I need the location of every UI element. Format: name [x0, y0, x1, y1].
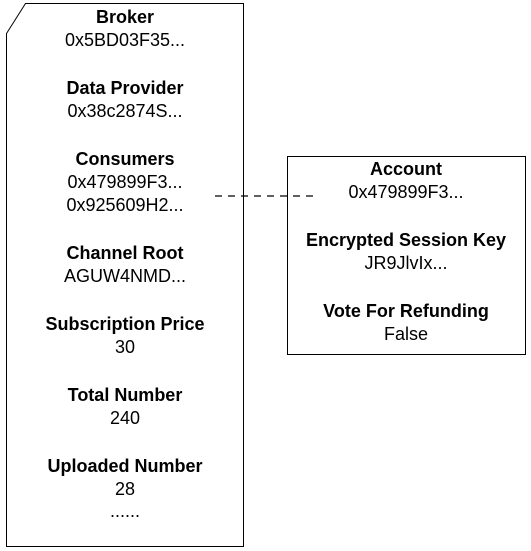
contract-fields: Broker 0x5BD03F35... Data Provider 0x38c287… [7, 6, 243, 546]
field-label: Consumers [75, 149, 175, 169]
field-account: Account 0x479899F3... [287, 158, 525, 204]
field-label: Account [370, 159, 442, 179]
field-value: 0x479899F3... [348, 182, 464, 202]
field-total-number: Total Number 240 [7, 384, 243, 430]
field-value: 0x925609H2... [66, 195, 184, 215]
field-subscription-price: Subscription Price 30 [7, 313, 243, 359]
field-value: 0x5BD03F35... [64, 30, 186, 50]
field-value: JR9JlvIx... [364, 253, 448, 273]
field-data-provider: Data Provider 0x38c2874S... [7, 77, 243, 123]
field-consumers: Consumers 0x479899F3... 0x925609H2... [7, 148, 243, 217]
field-label: Broker [95, 7, 155, 27]
field-label: Uploaded Number [47, 456, 203, 476]
field-label: Encrypted Session Key [305, 230, 507, 250]
field-value: 0x479899F3... [67, 172, 183, 192]
field-label: Channel Root [66, 243, 184, 263]
field-value: 240 [109, 408, 141, 428]
field-label: Vote For Refunding [323, 301, 489, 321]
field-value: AGUW4NMD... [63, 266, 186, 286]
field-value: 28 [114, 479, 136, 499]
consumer-record-fields: Account 0x479899F3... Encrypted Session Ke… [287, 158, 525, 346]
field-label: Data Provider [66, 78, 184, 98]
field-value: 30 [114, 337, 136, 357]
field-uploaded-number: Uploaded Number 28 [7, 455, 243, 501]
consumer-record-outline [287, 156, 526, 355]
contract-card-outline [6, 3, 244, 547]
field-label: Subscription Price [45, 314, 205, 334]
field-value: False [383, 324, 428, 344]
field-label: Total Number [67, 385, 183, 405]
more-fields-ellipsis: ...... [109, 501, 140, 521]
field-broker: Broker 0x5BD03F35... [7, 6, 243, 52]
field-value: 0x38c2874S... [67, 101, 183, 121]
